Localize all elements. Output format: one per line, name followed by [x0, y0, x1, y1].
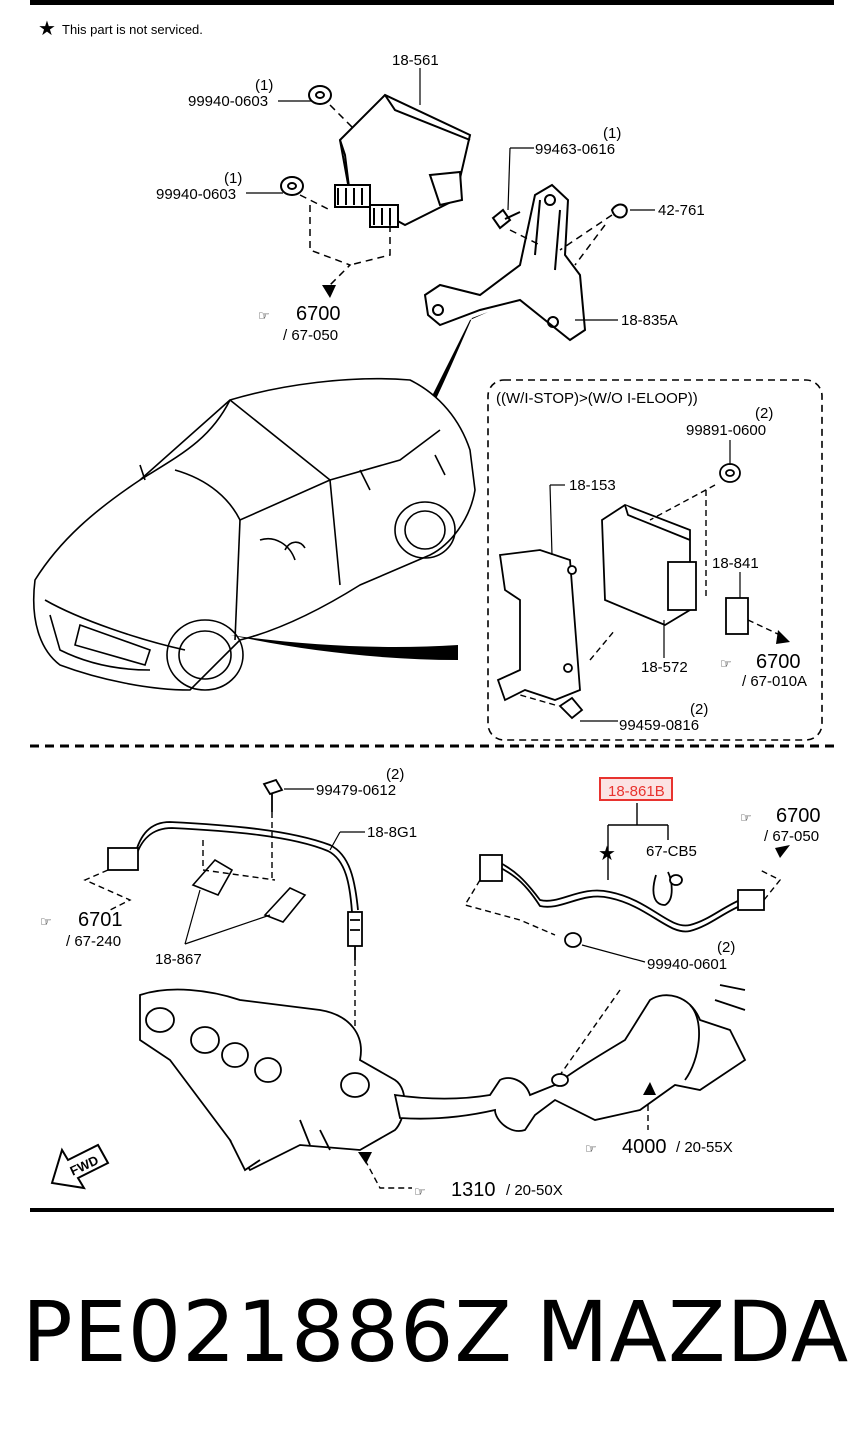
leader-lines-bottom-left [184, 831, 365, 945]
exhaust-manifold-drawing [139, 988, 406, 1172]
label-highlight: 18-861B [608, 783, 665, 800]
arrow-right-icon [775, 845, 790, 858]
star-icon: ★ [38, 16, 56, 40]
ref-icon: ☞ [585, 1141, 597, 1156]
nut-b-pn: 99940-0603 [156, 186, 236, 203]
label-clip: 42-761 [658, 202, 705, 219]
leader-nut2 [581, 944, 646, 963]
bolt2-pn: 99479-0612 [316, 782, 396, 799]
inset-bracket-drawing [496, 549, 581, 702]
nut-a-qty: (1) [255, 77, 273, 94]
leader-lines-top [246, 68, 655, 321]
bolt-pn: 99463-0616 [535, 141, 615, 158]
inset-bolt-pn: 99459-0816 [619, 717, 699, 734]
top-border [30, 0, 834, 5]
arrow-up-icon [643, 1082, 656, 1095]
rear-sensor-drawing [479, 854, 765, 948]
label-holder: 18-867 [155, 951, 202, 968]
bolt-icon [262, 778, 284, 812]
inset-module-label: 18-572 [641, 659, 688, 676]
control-module-drawing [334, 93, 472, 228]
sensor-holder-drawing [191, 858, 307, 923]
label-bracket: 18-835A [621, 312, 678, 329]
ref-cat: 4000 [622, 1136, 667, 1158]
label-clip2: 67-CB5 [646, 843, 697, 860]
location-swoosh-bottom [230, 635, 458, 660]
car-drawing [32, 377, 476, 691]
arrow-right-icon [776, 630, 790, 644]
leader-lines-inset [549, 440, 741, 722]
nut-b-qty: (1) [224, 170, 242, 187]
ref-right-sub: / 67-050 [764, 828, 819, 845]
front-sensor-drawing [107, 821, 363, 960]
part-number: PE021886Z [22, 1283, 513, 1381]
dashed-leaders-inset [519, 484, 781, 706]
ref-icon: ☞ [720, 656, 732, 671]
ref-manifold-sub: / 20-50X [506, 1182, 563, 1199]
dashed-leader-manifold [364, 1159, 412, 1189]
inset-box [487, 379, 823, 741]
arrow-down-icon [322, 285, 336, 298]
ref-right: 6700 [776, 805, 821, 827]
dashed-leaders-top [299, 104, 613, 286]
brand-name: MAZDA [536, 1283, 850, 1381]
bottom-border [30, 1208, 834, 1212]
ref-top-a-sub: / 67-050 [283, 327, 338, 344]
fwd-arrow-icon: FWD [50, 1143, 110, 1190]
nut-a-pn: 99940-0603 [188, 93, 268, 110]
bolt2-qty: (2) [386, 766, 404, 783]
ref-cat-sub: / 20-55X [676, 1139, 733, 1156]
ref-left-sub: / 67-240 [66, 933, 121, 950]
label-module-top: 18-561 [392, 52, 439, 69]
ref-icon: ☞ [740, 810, 752, 825]
not-serviced-note: This part is not serviced. [62, 22, 203, 37]
inset-ref: 6700 [756, 651, 801, 673]
ref-manifold: 1310 [451, 1179, 496, 1201]
ref-icon: ☞ [258, 308, 270, 323]
inset-nut-qty: (2) [755, 405, 773, 422]
label-sensor-front: 18-8G1 [367, 824, 417, 841]
highlight-box [599, 777, 673, 801]
bracket-leader-highlight [607, 803, 669, 880]
inset-bracket-label: 18-153 [569, 477, 616, 494]
inset-ref-sub: / 67-010A [742, 673, 807, 690]
inset-module-drawing [558, 463, 749, 720]
inset-nut-pn: 99891-0600 [686, 422, 766, 439]
inset-bolt-qty: (2) [690, 701, 708, 718]
exhaust-pipe-drawing [393, 984, 747, 1132]
ref-icon: ☞ [40, 914, 52, 929]
nut-icon [280, 85, 628, 230]
nut2-qty: (2) [717, 939, 735, 956]
module-bracket-drawing [423, 183, 587, 342]
inset-conn-label: 18-841 [712, 555, 759, 572]
arrow-up-icon [358, 1152, 372, 1164]
inset-title: ((W/I-STOP)>(W/O I-ELOOP)) [496, 390, 698, 407]
ref-top-a: 6700 [296, 303, 341, 325]
star-icon: ★ [598, 841, 616, 865]
ref-icon: ☞ [414, 1184, 426, 1199]
ref-left: 6701 [78, 909, 123, 931]
bolt-qty: (1) [603, 125, 621, 142]
nut2-pn: 99940-0601 [647, 956, 727, 973]
